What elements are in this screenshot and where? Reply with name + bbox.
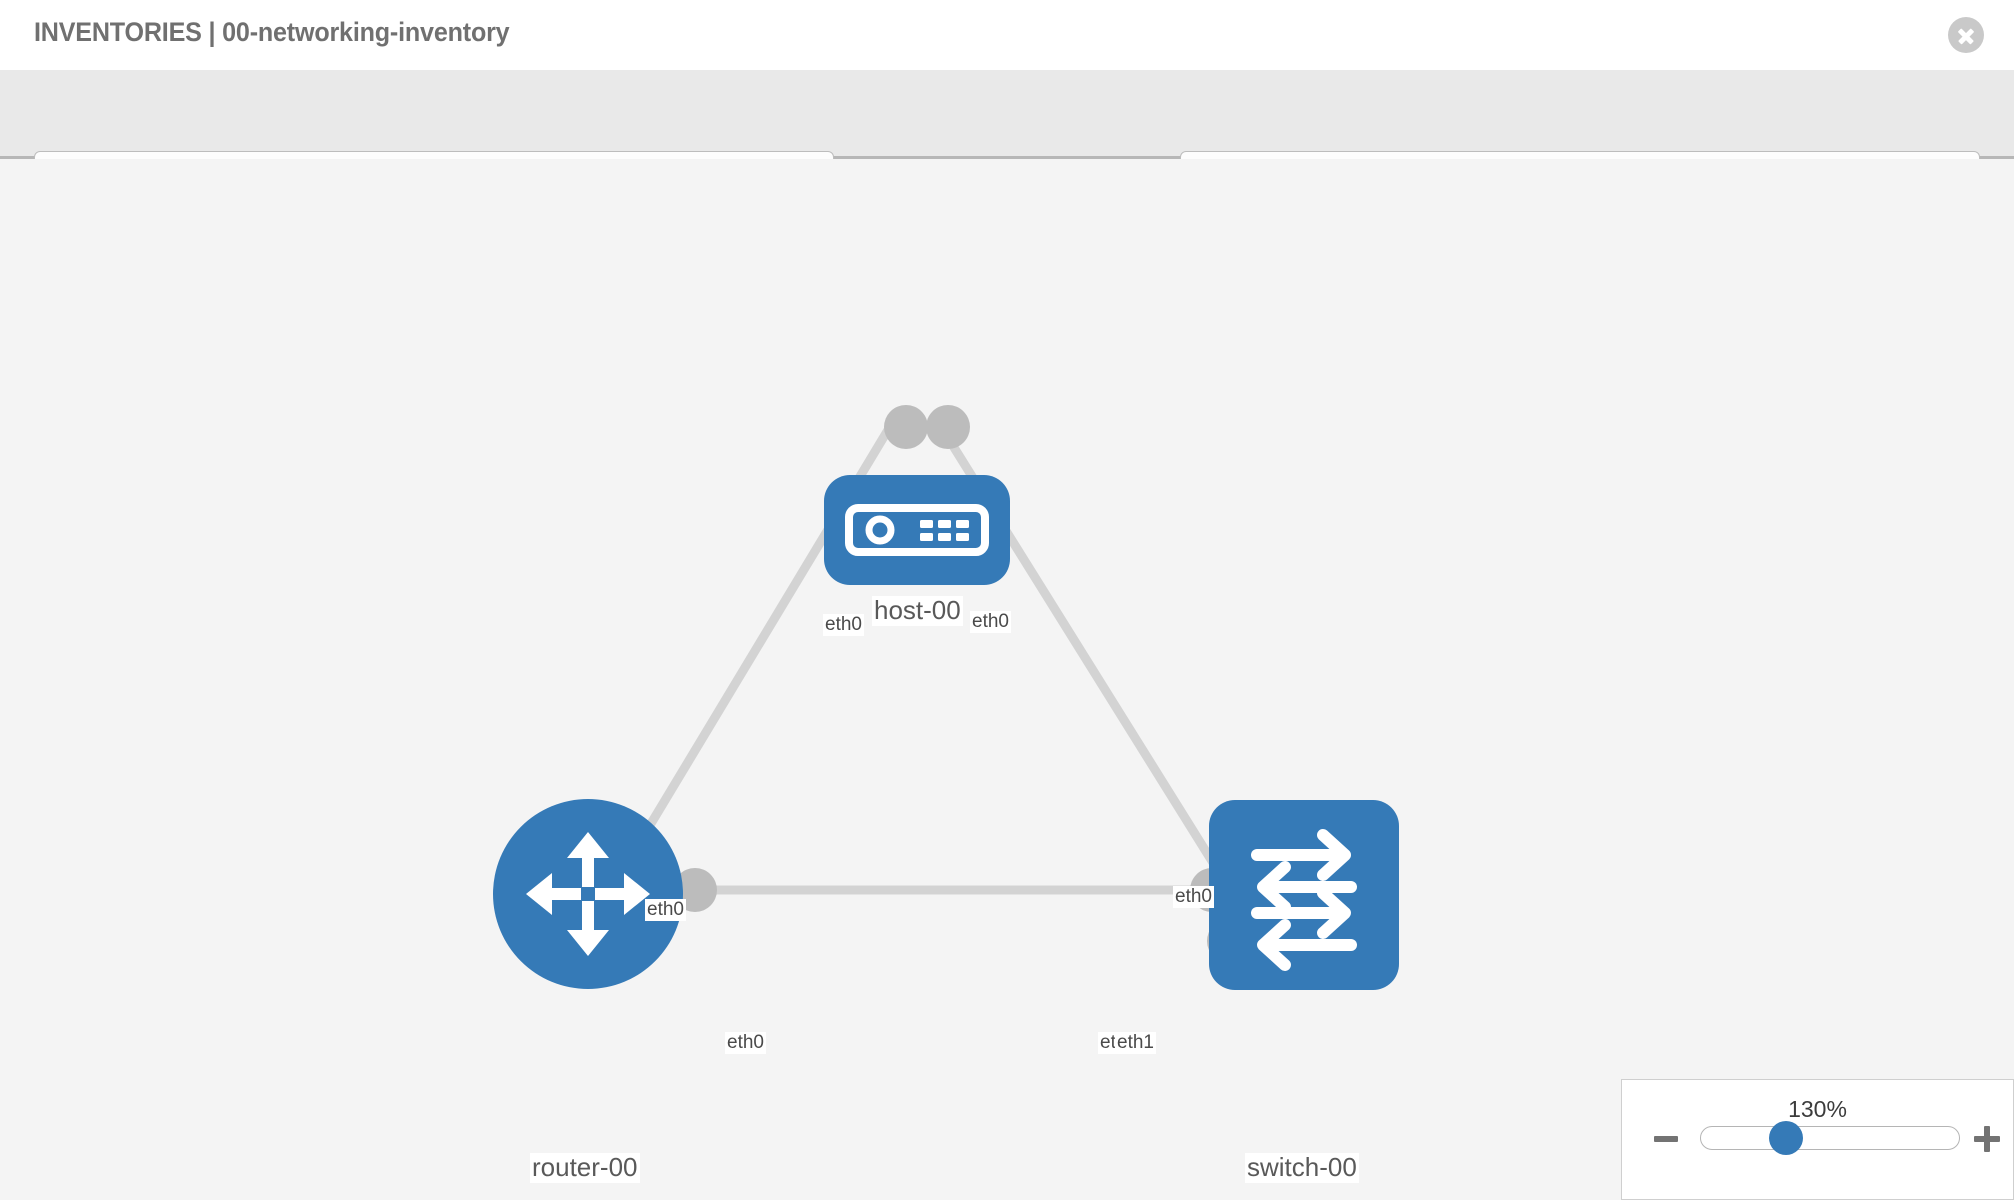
node-switch-00[interactable] — [1209, 800, 1399, 990]
zoom-out-button[interactable] — [1654, 1136, 1678, 1142]
close-icon[interactable] — [1948, 17, 1984, 53]
link-label-router00-eth0-uplink: eth0 — [645, 899, 686, 921]
node-router-00[interactable] — [493, 799, 683, 989]
switch-icon — [1251, 829, 1357, 971]
link-label-switch00-eth0-uplink: eth0 — [1173, 886, 1214, 908]
link-label-switch00-eth1: eth1 — [1115, 1032, 1156, 1054]
zoom-level-label: 130% — [1788, 1096, 1847, 1122]
node-label-switch-00: switch-00 — [1245, 1152, 1359, 1183]
link-label-host00-eth0-right: eth0 — [970, 611, 1011, 633]
node-label-host-00: host-00 — [872, 595, 963, 626]
page-title: INVENTORIES | 00-networking-inventory — [34, 17, 510, 47]
router-icon — [526, 832, 650, 956]
node-host-00[interactable] — [824, 475, 1010, 585]
toolbar: ACTIONS SEARCH — [0, 70, 2014, 204]
topology-links — [606, 420, 1235, 895]
zoom-slider[interactable] — [1700, 1126, 1960, 1150]
link-label-router00-eth0: eth0 — [725, 1032, 766, 1054]
port-host00-left — [884, 405, 928, 449]
zoom-control-panel: 130% — [1621, 1079, 2014, 1200]
server-icon — [845, 504, 989, 556]
topology-canvas[interactable]: host-00 eth0 eth0 router-00 eth0 eth0 — [0, 159, 2014, 1200]
zoom-in-button[interactable] — [1974, 1126, 2000, 1152]
port-host00-right — [926, 405, 970, 449]
node-label-router-00: router-00 — [530, 1152, 640, 1183]
link-label-host00-eth0-left: eth0 — [823, 614, 864, 636]
zoom-slider-thumb[interactable] — [1769, 1121, 1803, 1155]
window-header: INVENTORIES | 00-networking-inventory — [0, 0, 2014, 70]
